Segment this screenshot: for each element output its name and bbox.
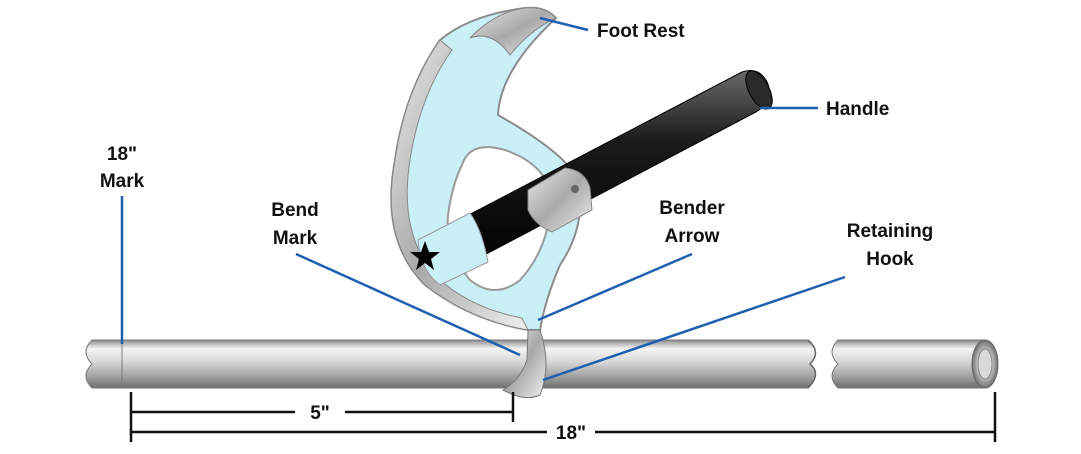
leader-foot-rest — [539, 16, 589, 32]
conduit-pipe — [85, 339, 817, 389]
label-bend-mark-line1: Bend — [271, 200, 319, 221]
leader-bend-mark — [295, 252, 521, 357]
label-retaining-hook-line1: Retaining — [847, 221, 934, 242]
dimension-5in-label: 5" — [310, 403, 330, 424]
label-bender-arrow-line2: Arrow — [665, 226, 720, 247]
label-bend-mark-line2: Mark — [273, 228, 318, 249]
label-18-mark-line2: Mark — [100, 171, 145, 192]
leader-bender-arrow — [537, 252, 693, 322]
label-18-mark-line1: 18" — [107, 144, 137, 165]
leader-lines — [120, 16, 846, 382]
dimension-lines — [129, 392, 997, 442]
dimension-18in-label: 18" — [556, 423, 586, 444]
label-retaining-hook-line2: Hook — [866, 249, 914, 270]
label-handle: Handle — [826, 99, 889, 120]
leader-retaining-hook — [542, 275, 846, 382]
label-bender-arrow-line1: Bender — [659, 198, 725, 219]
star-icon — [410, 241, 440, 270]
label-foot-rest: Foot Rest — [597, 21, 685, 42]
conduit-pipe-end — [831, 339, 999, 389]
